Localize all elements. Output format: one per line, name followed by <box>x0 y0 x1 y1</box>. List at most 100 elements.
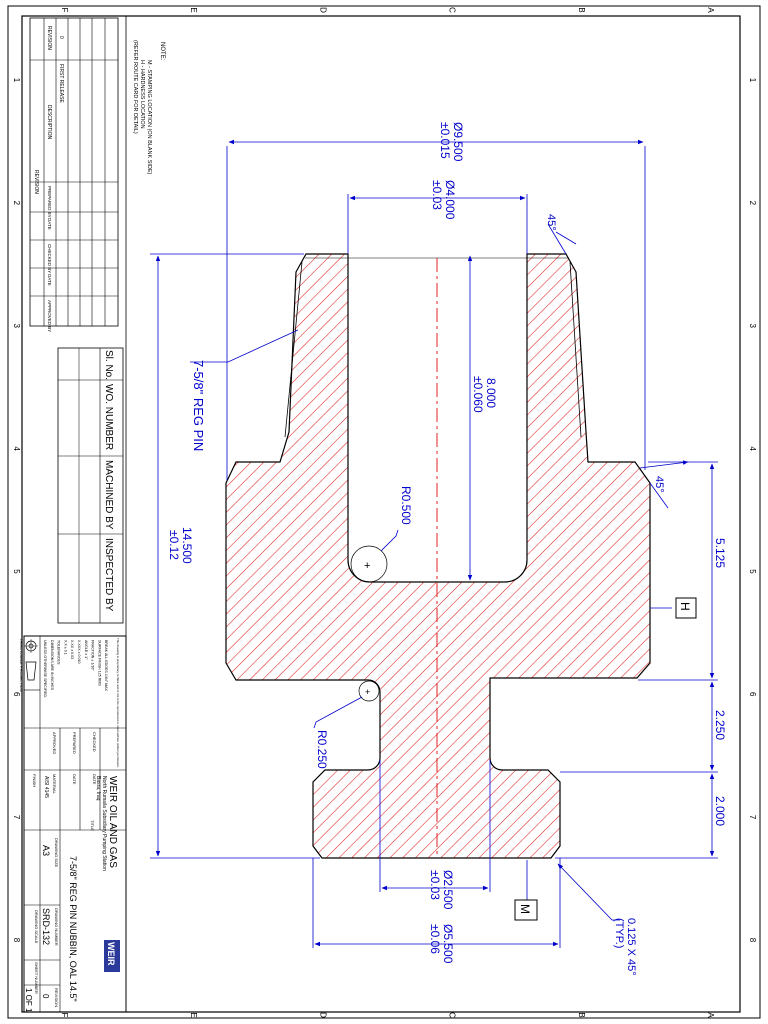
thread-callout: 7-5/8" REG PIN <box>191 360 206 451</box>
thread-line-left <box>284 261 303 438</box>
dim-outer-diameter-tol: ±0.015 <box>438 122 452 159</box>
zone-letter-bottom: D <box>318 1012 327 1018</box>
material-label: MATERIAL <box>52 774 57 794</box>
dim-bottom-diameter: Ø5.500 <box>441 924 455 964</box>
zone-number-right: 4 <box>748 446 757 451</box>
date-label-1: DATE <box>72 774 77 785</box>
dim-neck-diameter: Ø2.500 <box>441 870 455 910</box>
dim-bore-depth-tol: ±0.060 <box>471 376 485 413</box>
zone-number-right: 1 <box>748 78 757 83</box>
weir-logo-text: WEIR <box>106 942 116 966</box>
tolerance-note-line: X.X ± 0.1 <box>63 640 67 655</box>
insp-header-wo: WO. NUMBER <box>103 384 114 450</box>
finish-label: FINISH <box>32 774 37 787</box>
tolerance-note-line: FRACTION ± 1/16" <box>91 640 95 671</box>
neck-radius-circle <box>358 680 380 702</box>
dim-neck-length: 2.250 <box>713 710 727 740</box>
zone-letter-bottom: C <box>448 1012 457 1018</box>
dim-bottom-diameter-tol: ±0.06 <box>428 924 442 954</box>
tolerance-note-line: UNLESS OTHERWISE SPECIFIED: <box>43 640 47 698</box>
projection-label: THIRD ANGLE PROJECTION <box>19 638 24 692</box>
zone-number-left: 7 <box>12 815 21 820</box>
rev-header-date1: DATE <box>47 218 52 230</box>
inner-border <box>21 15 741 1013</box>
tolerance-notes: UNLESS OTHERWISE SPECIFIED:DIMENSIONS AR… <box>43 640 108 698</box>
rev-header-checked: CHECKED BY <box>47 244 52 273</box>
rev-header-approved: APPROVED BY <box>47 300 52 332</box>
rev-header-revision: REVISION <box>46 26 52 50</box>
zone-number-left: 6 <box>12 692 21 697</box>
zone-letter-top: F <box>60 8 69 13</box>
dim-neck-radius: R0.250 <box>315 730 329 769</box>
zone-number-left: 8 <box>12 938 21 943</box>
svg-text:H: H <box>678 602 692 611</box>
dim-total-length-tol: ±0.12 <box>167 530 181 560</box>
prepared-label: PREPARED <box>72 732 77 754</box>
drawing-number: SRD-132 <box>41 908 51 945</box>
zone-number-right: 2 <box>748 201 757 206</box>
zone-letter-bottom: B <box>577 1012 586 1017</box>
tolerance-note-line: X.XX ± 0.03 <box>70 640 74 659</box>
dim-neck-diameter-tol: ±0.03 <box>428 870 442 900</box>
insp-header-machined: MACHINED BY <box>103 460 114 530</box>
section-hatched-body <box>225 253 651 859</box>
revision-value: 0 <box>41 994 50 999</box>
date-label-2: DATE <box>92 774 97 785</box>
dim-outer-diameter: Ø9.500 <box>451 122 465 162</box>
company-sub: North Rumaila Subsidiary Pumping Station <box>101 776 107 871</box>
zone-number-left: 3 <box>12 323 21 328</box>
third-angle-projection-symbol <box>24 639 38 681</box>
dimensions <box>150 139 718 948</box>
stamp-marker: M <box>514 899 538 921</box>
drawing-size: A3 <box>41 845 51 856</box>
drawing-scale-label: DRAWING SCALE <box>34 910 39 944</box>
zone-letter-top: D <box>318 7 327 13</box>
title-block: THIRD ANGLE PROJECTION UNLESS OTHERWISE … <box>19 635 127 1013</box>
insp-header-inspected: INSPECTED BY <box>103 538 114 612</box>
dim-bore-diameter-tol: ±0.03 <box>430 180 444 210</box>
material-value: AISI 4145 <box>43 776 49 798</box>
rev-row-description: FIRST RELEASE <box>58 64 64 103</box>
title-label: TITLE <box>90 820 95 831</box>
tolerance-note-line: TOLERANCES: <box>57 640 61 665</box>
dim-bore-radius: R0.500 <box>399 486 413 525</box>
company-name: WEIR OIL AND GAS <box>107 776 118 868</box>
hardness-marker: H <box>675 597 697 619</box>
insp-header-slno: Sl. No. <box>103 350 114 380</box>
drawing-size-label: DRAWING SIZE <box>54 838 59 868</box>
zone-letter-top: C <box>448 7 457 13</box>
part-section-view: + + <box>225 253 651 859</box>
revision-table: REVISION REVISION DESCRIPTION PREPARED B… <box>29 17 119 332</box>
note-line-1: M - STAMPING LOCATION (ON BLANK SIDE) <box>146 60 152 175</box>
sheet-label: SHEET NUMBER <box>34 962 39 994</box>
zone-number-left: 2 <box>12 201 21 206</box>
zone-letter-bottom: F <box>60 1013 69 1018</box>
rev-row-number: 0 <box>58 36 64 39</box>
tolerance-note-line: SURFACE FINISH 125 RMS <box>97 640 101 686</box>
dim-chamfer-top: 45° <box>545 214 557 231</box>
svg-text:M: M <box>518 904 532 914</box>
tolerance-note-line: DIMENSIONS ARE IN INCHES <box>50 640 54 691</box>
dim-body-length: 5.125 <box>713 538 727 568</box>
approved-label: APPROVED <box>52 732 57 754</box>
zone-number-right: 5 <box>748 569 757 574</box>
dim-bore-diameter: Ø4.000 <box>443 180 457 220</box>
tolerance-note-line: ANGLE ± 1° <box>84 640 88 660</box>
inspection-table: Sl. No. WO. NUMBER MACHINED BY INSPECTED… <box>57 347 124 624</box>
dim-total-length: 14.500 <box>180 527 194 564</box>
zone-number-right: 6 <box>748 692 757 697</box>
rev-header-date2: DATE <box>47 274 52 286</box>
weir-logo-badge <box>104 940 120 972</box>
revision-label: REVISION <box>54 988 59 1007</box>
tolerance-note-line: BREAK ALL EDGES 1/64" MAX <box>104 640 108 691</box>
dim-bore-depth: 8.000 <box>484 378 498 408</box>
rev-header-description: DESCRIPTION <box>46 105 52 140</box>
dimension-texts: Ø9.500 ±0.015 Ø4.000 ±0.03 45° 7-5/8" RE… <box>167 122 727 976</box>
company-location: Basra, Iraq <box>95 776 101 801</box>
zone-letter-top: B <box>577 7 586 12</box>
